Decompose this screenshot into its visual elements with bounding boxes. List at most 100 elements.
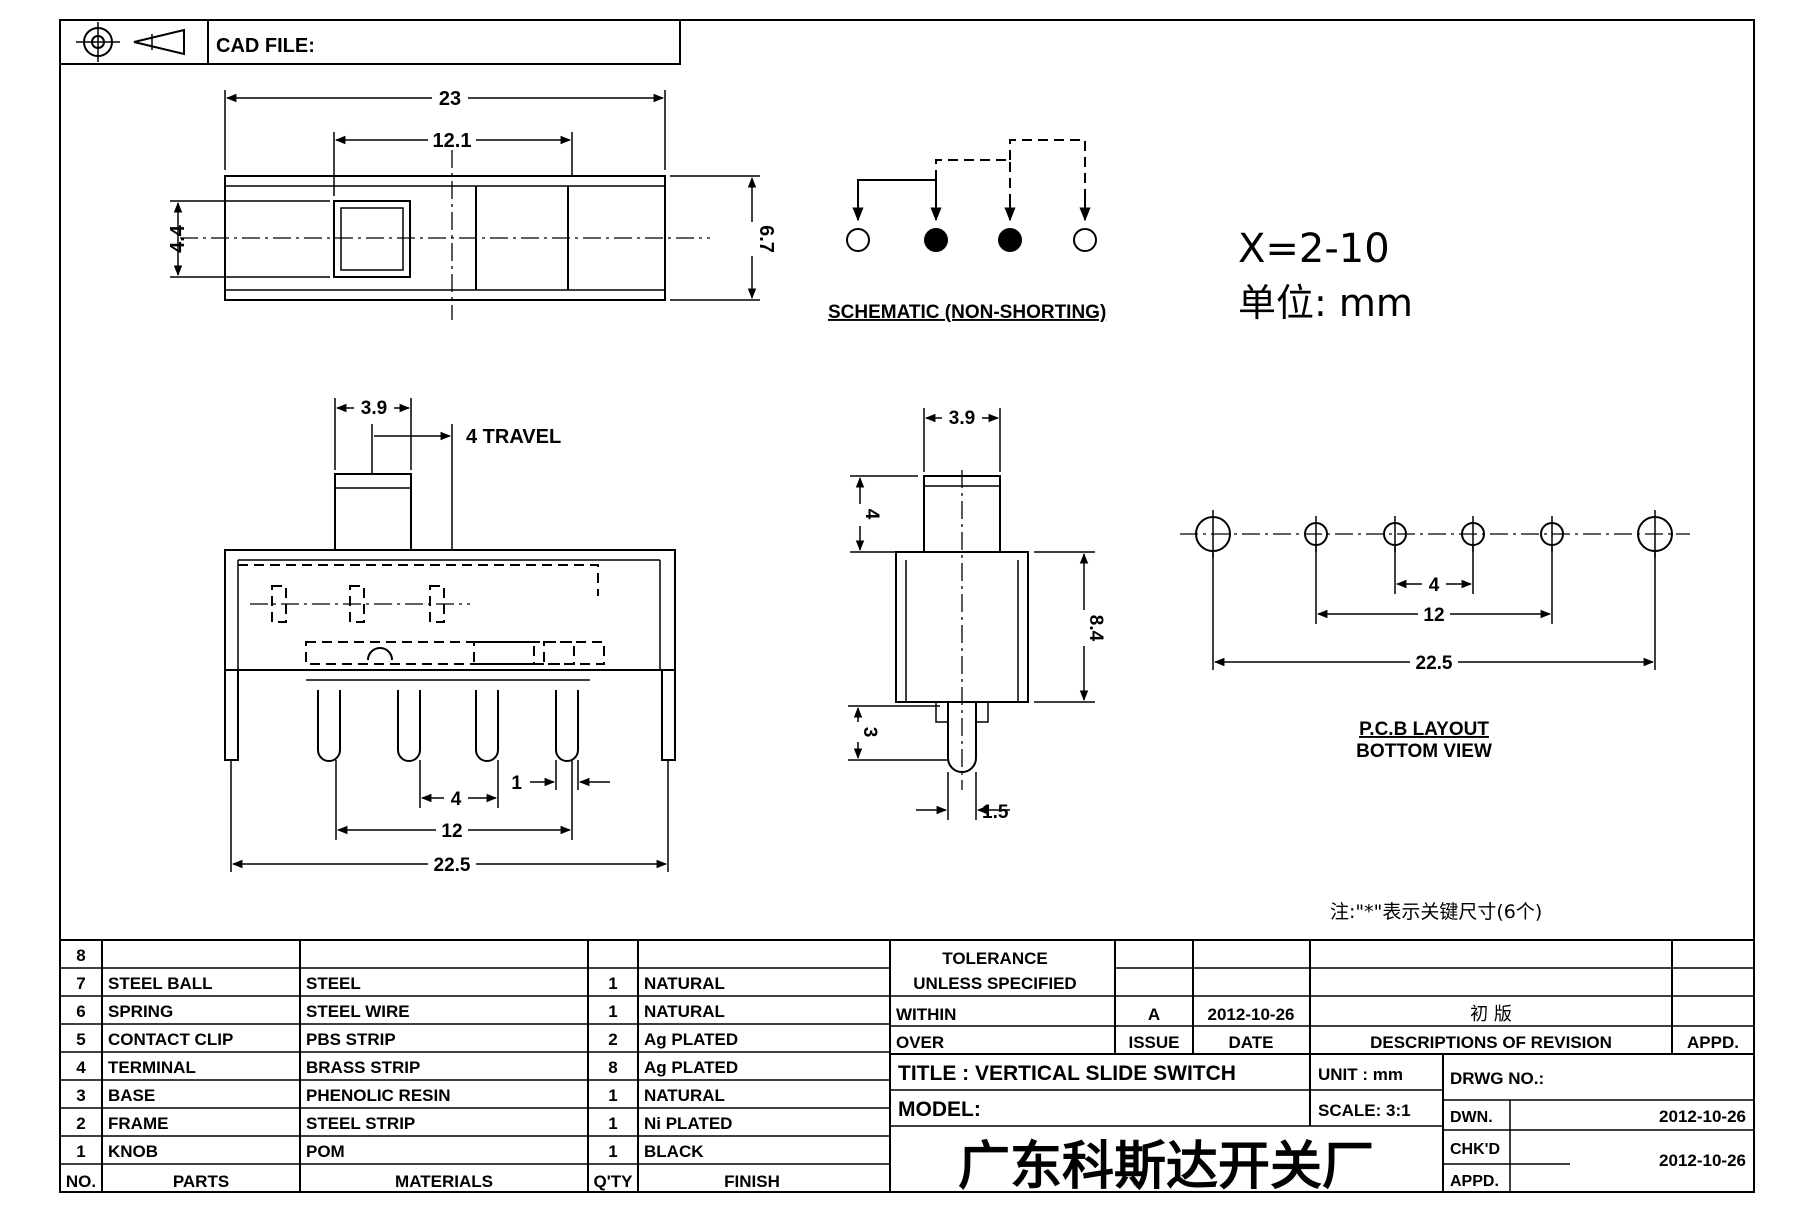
bom-cell-part: BASE [108,1086,155,1105]
terminal-common-2 [998,228,1022,252]
revision-appd-label: APPD. [1687,1033,1739,1052]
bom-header-parts: PARTS [173,1172,229,1191]
revision-issue-label: ISSUE [1128,1033,1179,1052]
pcb-dim-outer: 22.5 [1416,653,1453,674]
unit-label: UNIT : mm [1318,1065,1403,1084]
unit-line: 单位: mm [1238,281,1413,325]
terminal-common-1 [924,228,948,252]
bom-row: 3 BASE PHENOLIC RESIN 1 NATURAL [76,1086,725,1105]
side-dim-pin-width: 1 [511,773,522,794]
bom-cell-no: 5 [76,1030,85,1049]
title-block: TITLE : VERTICAL SLIDE SWITCH MODEL: UNI… [889,1053,1755,1197]
end-dim-pin-length: 3 [859,727,880,738]
bom-header-materials: MATERIALS [395,1172,493,1191]
drwg-no-label: DRWG NO.: [1450,1069,1544,1088]
cad-file-label: CAD FILE: [216,35,315,57]
bom-header-finish: FINISH [724,1172,780,1191]
bom-cell-material: STEEL WIRE [306,1002,410,1021]
chkd-date: 2012-10-26 [1659,1151,1746,1170]
bom-row: 5 CONTACT CLIP PBS STRIP 2 Ag PLATED [76,1030,738,1049]
bom-cell-material: STEEL STRIP [306,1114,415,1133]
bom-header-no: NO. [66,1172,96,1191]
dim-top-width: 23 [439,88,461,110]
bom-cell-material: BRASS STRIP [306,1058,420,1077]
bom-cell-part: TERMINAL [108,1058,196,1077]
end-view: 3.9 4 8.4 3 1.5 [846,406,1106,823]
side-view-pins [317,690,579,762]
bom-cell-finish: NATURAL [644,974,725,993]
bom-cell-qty: 1 [608,1114,617,1133]
schematic-label: SCHEMATIC (NON-SHORTING) [828,302,1106,323]
bom-row: 6 SPRING STEEL WIRE 1 NATURAL [76,1002,725,1021]
dwn-date: 2012-10-26 [1659,1107,1746,1126]
bom-cell-qty: 1 [608,1002,617,1021]
projection-symbol-icon [76,22,185,62]
bom-cell-finish: Ag PLATED [644,1030,738,1049]
side-dim-outer-pins: 12 [441,821,462,842]
side-dim-travel: 4 TRAVEL [466,426,561,448]
revision-date-value: 2012-10-26 [1208,1005,1295,1024]
bom-cell-part: SPRING [108,1002,173,1021]
pcb-layout: 4 12 22.5 P.C.B LAYOUT BOTTOM VIEW [1180,510,1690,762]
dim-body-height: 6.7 [755,225,777,253]
bom-cell-no: 4 [76,1058,86,1077]
pcb-dim-pitch: 4 [1429,575,1440,596]
end-dim-pin-width: 1.5 [982,802,1009,823]
bom-cell-finish: NATURAL [644,1086,725,1105]
bom-cell-material: PBS STRIP [306,1030,396,1049]
model-label: MODEL: [898,1098,981,1121]
bom-cell-no: 7 [76,974,85,993]
bom-row: 8 [76,946,85,965]
tolerance-within: WITHIN [896,1005,956,1024]
bom-cell-material: STEEL [306,974,361,993]
bom-row: 7 STEEL BALL STEEL 1 NATURAL [76,974,725,993]
pcb-dim-inner: 12 [1423,605,1444,626]
bom-cell-no: 6 [76,1002,85,1021]
bom-cell-material: POM [306,1142,345,1161]
bom-cell-no: 1 [76,1142,85,1161]
end-dim-body-height: 8.4 [1085,615,1106,642]
dim-knob-window: 12.1 [433,130,472,152]
bom-cell-qty: 8 [608,1058,617,1077]
schematic: SCHEMATIC (NON-SHORTING) [828,139,1106,323]
dim-knob-height: 4.4 [167,224,189,253]
bom-cell-material: PHENOLIC RESIN [306,1086,451,1105]
side-view: 3.9 4 TRAVEL 4 1 12 22.5 [224,396,676,876]
terminal-open-2 [1073,228,1097,252]
appd-label: APPD. [1450,1173,1499,1190]
end-dim-knob: 3.9 [949,408,975,429]
bom-cell-finish: NATURAL [644,1002,725,1021]
pcb-title-line2: BOTTOM VIEW [1356,741,1492,762]
side-dim-overall: 22.5 [434,855,471,876]
terminal-open-1 [846,228,870,252]
bom-cell-part: CONTACT CLIP [108,1030,233,1049]
pcb-title-line1: P.C.B LAYOUT [1359,719,1489,740]
bom-cell-finish: Ni PLATED [644,1114,732,1133]
revision-description-value: 初 版 [1470,1004,1512,1025]
bom-cell-part: STEEL BALL [108,974,213,993]
x-range: X=2-10 [1238,226,1390,272]
tolerance-revision-block: TOLERANCE UNLESS SPECIFIED WITHIN OVER A… [889,939,1755,1055]
bom-row: 1 KNOB POM 1 BLACK [76,1142,704,1161]
bom-cell-finish: BLACK [644,1142,704,1161]
revision-issue-value: A [1148,1005,1160,1024]
side-dim-pitch: 4 [451,789,462,810]
end-dim-knob-height: 4 [861,509,882,520]
bom-cell-qty: 1 [608,1142,617,1161]
revision-description-label: DESCRIPTIONS OF REVISION [1370,1033,1612,1052]
bom-cell-part: FRAME [108,1114,168,1133]
bom-cell-finish: Ag PLATED [644,1058,738,1077]
cad-header-box: CAD FILE: [59,19,681,65]
tolerance-over: OVER [896,1033,944,1052]
tolerance-title: TOLERANCE [942,949,1047,968]
bom-cell-no: 8 [76,946,85,965]
bom-cell-no: 2 [76,1114,85,1133]
bom-cell-part: KNOB [108,1142,158,1161]
company-name: 广东科斯达开关厂 [958,1137,1374,1197]
bom-cell-qty: 2 [608,1030,617,1049]
bom-cell-no: 3 [76,1086,85,1105]
bom-cell-qty: 1 [608,1086,617,1105]
bom-cell-qty: 1 [608,974,617,993]
key-dimension-note: 注:"*"表示关键尺寸(6个) [1330,901,1542,923]
